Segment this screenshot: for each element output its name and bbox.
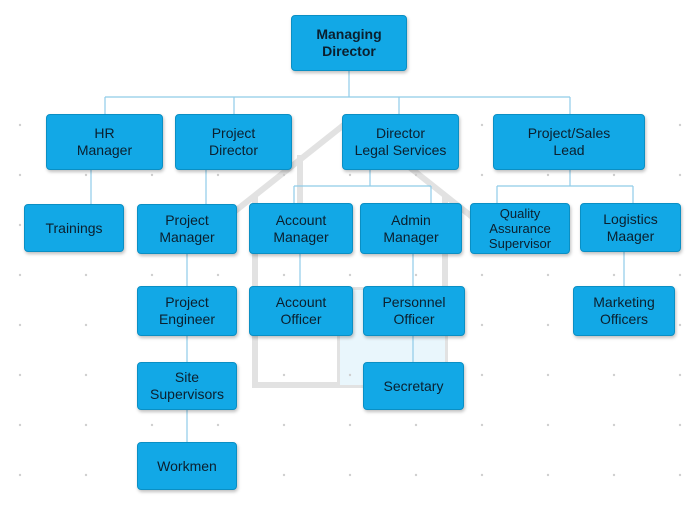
node-managing-director: Managing Director [291, 15, 407, 71]
bg-dot [612, 473, 616, 477]
node-site-supervisors: Site Supervisors [137, 362, 237, 410]
bg-dot [18, 473, 22, 477]
bg-dot [480, 323, 484, 327]
bg-dot [282, 423, 286, 427]
bg-dot [546, 173, 550, 177]
node-secretary: Secretary [363, 362, 464, 410]
bg-dot [84, 273, 88, 277]
node-logistics-manager: Logistics Maager [580, 203, 681, 252]
bg-dot [612, 373, 616, 377]
bg-dot [18, 223, 22, 227]
bg-dot [678, 273, 682, 277]
bg-dot [480, 473, 484, 477]
bg-dot [348, 373, 352, 377]
node-label: Account Manager [273, 211, 329, 245]
bg-dot [612, 423, 616, 427]
node-label: Project Director [208, 125, 258, 158]
bg-dot [282, 373, 286, 377]
node-director-legal-services: Director Legal Services [342, 114, 459, 170]
bg-dot [414, 473, 418, 477]
bg-dot [546, 373, 550, 377]
bg-dot [678, 173, 682, 177]
bg-dot [150, 173, 154, 177]
bg-dot [612, 273, 616, 277]
bg-dot [480, 273, 484, 277]
bg-dot [18, 273, 22, 277]
node-label: Project/Sales Lead [527, 125, 611, 158]
node-label: Site Supervisors [150, 369, 224, 402]
bg-dot [678, 423, 682, 427]
bg-dot [480, 173, 484, 177]
node-label: Director Legal Services [354, 125, 447, 158]
bg-dot [282, 273, 286, 277]
bg-dot [84, 473, 88, 477]
bg-dot [84, 423, 88, 427]
bg-dot [546, 323, 550, 327]
bg-dot [414, 173, 418, 177]
bg-dot [18, 173, 22, 177]
node-quality-assurance-supervisor: Quality Assurance Supervisor [470, 203, 570, 254]
bg-dot [84, 173, 88, 177]
bg-dot [678, 323, 682, 327]
node-label: HR Manager [76, 125, 133, 158]
node-label: Project Engineer [158, 294, 216, 327]
bg-dot [480, 373, 484, 377]
node-trainings: Trainings [24, 204, 124, 252]
bg-dot [348, 173, 352, 177]
bg-dot [546, 423, 550, 427]
node-project-director: Project Director [175, 114, 292, 170]
node-label: Account Officer [275, 294, 327, 327]
bg-dot [348, 423, 352, 427]
bg-dot [84, 373, 88, 377]
bg-dot [348, 473, 352, 477]
node-label: Marketing Officers [593, 294, 655, 327]
bg-dot [678, 373, 682, 377]
bg-dot [612, 173, 616, 177]
node-label: Secretary [383, 377, 444, 394]
bg-dot [414, 423, 418, 427]
bg-dot [18, 373, 22, 377]
bg-dot [678, 123, 682, 127]
node-account-manager: Account Manager [249, 203, 353, 254]
node-label: Admin Manager [383, 211, 439, 245]
bg-dot [348, 273, 352, 277]
node-label: Personnel Officer [382, 294, 446, 327]
node-label: Managing Director [316, 26, 382, 59]
bg-dot [282, 473, 286, 477]
node-project-manager: Project Manager [137, 204, 237, 254]
node-account-officer: Account Officer [249, 286, 353, 336]
bg-dot [18, 323, 22, 327]
bg-dot [216, 173, 220, 177]
bg-dot [678, 473, 682, 477]
bg-dot [84, 323, 88, 327]
bg-dot [546, 273, 550, 277]
bg-dot [282, 173, 286, 177]
bg-dot [150, 273, 154, 277]
node-marketing-officers: Marketing Officers [573, 286, 675, 336]
node-label: Logistics Maager [603, 210, 658, 244]
node-label: Workmen [157, 457, 217, 474]
node-workmen: Workmen [137, 442, 237, 490]
node-hr-manager: HR Manager [46, 114, 163, 170]
bg-dot [150, 423, 154, 427]
bg-dot [18, 123, 22, 127]
bg-dot [216, 423, 220, 427]
node-personnel-officer: Personnel Officer [363, 286, 465, 336]
bg-dot [480, 123, 484, 127]
node-label: Trainings [45, 219, 103, 236]
node-project-sales-lead: Project/Sales Lead [493, 114, 645, 170]
node-admin-manager: Admin Manager [360, 203, 462, 254]
node-label: Quality Assurance Supervisor [488, 206, 552, 251]
node-project-engineer: Project Engineer [137, 286, 237, 336]
bg-dot [480, 423, 484, 427]
node-label: Project Manager [159, 212, 215, 245]
bg-dot [216, 273, 220, 277]
bg-dot [414, 273, 418, 277]
bg-dot [18, 423, 22, 427]
bg-dot [546, 473, 550, 477]
